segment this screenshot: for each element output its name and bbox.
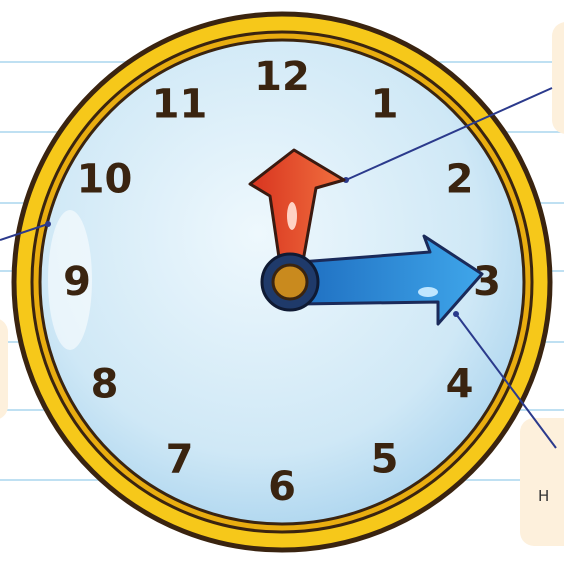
clock-numeral-7: 7: [166, 437, 194, 483]
clock-numeral-10: 10: [77, 157, 133, 203]
clock-numeral-2: 2: [446, 157, 474, 203]
pointer-dot: [453, 311, 459, 317]
clock-numeral-5: 5: [371, 437, 399, 483]
pointer-dot: [45, 221, 51, 227]
clock-numeral-11: 11: [152, 82, 208, 128]
clock-numeral-6: 6: [268, 464, 296, 510]
clock-numeral-3: 3: [473, 259, 501, 305]
hour-hand-highlight: [287, 202, 297, 230]
clock-numeral-12: 12: [254, 54, 310, 100]
clock-hub: [273, 265, 307, 299]
clock-numeral-1: 1: [371, 82, 399, 128]
clock-numeral-4: 4: [446, 362, 474, 408]
clock-numeral-8: 8: [91, 362, 119, 408]
clock-numeral-9: 9: [63, 259, 91, 305]
minute-hand-highlight: [418, 287, 438, 297]
